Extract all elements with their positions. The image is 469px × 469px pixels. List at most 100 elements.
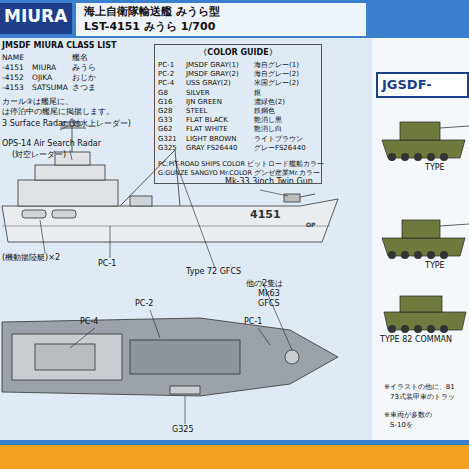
table-cell: JMSDF GRAY(2) — [186, 71, 239, 79]
road-wheel — [440, 251, 448, 259]
road-wheel — [440, 325, 448, 333]
callout-label: PC:PIT-ROAD SHIPS COLOR ピットロード艦船カラー — [158, 161, 324, 168]
header-band — [0, 0, 469, 38]
road-wheel — [401, 251, 409, 259]
callout-label: TYPE 82 COMMAN — [380, 336, 452, 345]
table-cell: FLAT WHITE — [186, 126, 228, 134]
table-cell: G321 — [158, 136, 177, 144]
callout-label: さつま — [72, 84, 96, 92]
table-cell: G33 — [158, 117, 172, 125]
table-cell: 鉄鋼色 — [254, 108, 275, 116]
callout-label: は停泊中の艦尾に掲揚します。 — [2, 108, 114, 116]
callout-label: カール③は艦尾に、 — [2, 98, 73, 106]
table-cell: GRAY FS26440 — [186, 145, 237, 153]
road-wheel — [427, 153, 435, 161]
table-cell: LIGHT BROWN — [186, 136, 237, 144]
callout-label: 艦名 — [72, 54, 88, 62]
table-cell: G62 — [158, 126, 172, 134]
table-cell: 海自グレー(1) — [254, 62, 299, 70]
callout-label: みうら — [72, 64, 96, 72]
callout-label: PC-2 — [135, 300, 153, 309]
callout-label: -4153 — [2, 84, 24, 92]
table-cell: 濃緑色(2) — [254, 99, 285, 107]
callout-label: OJIKA — [32, 74, 52, 82]
road-wheel — [388, 325, 396, 333]
title-tag: MIURA — [0, 3, 72, 34]
section-header: JGSDF- — [376, 72, 469, 98]
road-wheel — [401, 325, 409, 333]
table-cell: G16 — [158, 99, 172, 107]
callout-label: NAME — [2, 54, 24, 62]
table-cell: PC-2 — [158, 71, 174, 79]
road-wheel — [414, 251, 422, 259]
callout-label: PC-4 — [80, 318, 98, 327]
callout-label: -4152 — [2, 74, 24, 82]
table-cell: PC-4 — [158, 80, 174, 88]
callout-label: SATSUMA — [32, 84, 68, 92]
callout-label: GFCS — [258, 300, 279, 309]
table-cell: グレーFS26440 — [254, 145, 306, 153]
callout-label: ※イラストの他に、81 — [384, 384, 455, 392]
table-cell: STEEL — [186, 108, 207, 116]
road-wheel — [401, 153, 409, 161]
callout-label: LST-4151 みうら 1/700 — [84, 21, 215, 33]
color-guide-box: 〈COLOR GUIDE〉 — [154, 44, 322, 184]
table-cell: PC-1 — [158, 62, 174, 70]
ship-side-view — [2, 118, 338, 242]
callout-label: -4151 — [2, 64, 24, 72]
road-wheel — [427, 251, 435, 259]
callout-label: G:GUNZE SANGYO Mr.COLOR グンゼ産業Mr.カラー — [158, 170, 320, 177]
callout-label: PC-1 — [98, 260, 116, 269]
table-cell: USS GRAY(2) — [186, 80, 231, 88]
table-cell: 艶消し白 — [254, 126, 282, 134]
callout-label: 4151 — [250, 209, 281, 221]
callout-label: TYPE — [425, 262, 445, 271]
table-cell: ライトブラウン — [254, 136, 303, 144]
road-wheel — [414, 325, 422, 333]
callout-label: (対空レーダー) — [12, 151, 66, 160]
callout-label: OP — [306, 222, 316, 229]
node-text: MIURA — [4, 6, 68, 26]
callout-label: PC-1 — [244, 318, 262, 327]
bottom-strip — [0, 445, 469, 469]
callout-label: S-10を — [390, 422, 413, 430]
tank-illustrations — [382, 122, 469, 330]
callout-label: 73式装甲車のトラッ — [390, 394, 455, 402]
table-cell: 艶消し黒 — [254, 117, 282, 125]
callout-label: JMSDF MIURA CLASS LIST — [2, 42, 117, 51]
road-wheel — [414, 153, 422, 161]
table-cell: IJN GREEN — [186, 99, 222, 107]
callout-label: 3 Surface Radar (対水上レーダー) — [2, 120, 131, 129]
side-panel — [372, 38, 469, 445]
table-cell: G325 — [158, 145, 177, 153]
callout-label: ※車両が多数の — [384, 412, 432, 420]
title-panel — [76, 3, 366, 36]
table-cell: G8 — [158, 90, 168, 98]
callout-label: Type 72 GFCS — [186, 268, 241, 277]
bottom-line — [0, 440, 469, 445]
table-cell: 米国グレー(2) — [254, 80, 299, 88]
callout-label: おじか — [72, 74, 96, 82]
callout-label: TYPE — [425, 164, 445, 173]
callout-label: G325 — [172, 426, 193, 435]
callout-label: 他の2隻は — [246, 280, 283, 289]
road-wheel — [427, 325, 435, 333]
table-cell: G28 — [158, 108, 172, 116]
table-cell: SILVER — [186, 90, 210, 98]
road-wheel — [388, 251, 396, 259]
road-wheel — [440, 153, 448, 161]
callout-label: MIURA — [32, 64, 56, 72]
table-cell: 銀 — [254, 90, 261, 98]
node-text: JGSDF- — [382, 77, 463, 93]
callout-label: OPS-14 Air Search Radar — [2, 140, 101, 149]
node-text: 〈COLOR GUIDE〉 — [159, 48, 317, 58]
table-cell: FLAT BLACK — [186, 117, 228, 125]
callout-label: Mk63 — [258, 290, 280, 299]
ship-top-view — [2, 318, 338, 396]
callout-label: 海上自衛隊輸送艦 みうら型 — [84, 6, 220, 18]
road-wheel — [388, 153, 396, 161]
callout-label: (機動揚陸艇)×2 — [2, 254, 60, 263]
table-cell: 海自グレー(2) — [254, 71, 299, 79]
callout-label: Mk-33 3inch Twin Gun — [225, 178, 313, 187]
table-cell: JMSDF GRAY(1) — [186, 62, 239, 70]
